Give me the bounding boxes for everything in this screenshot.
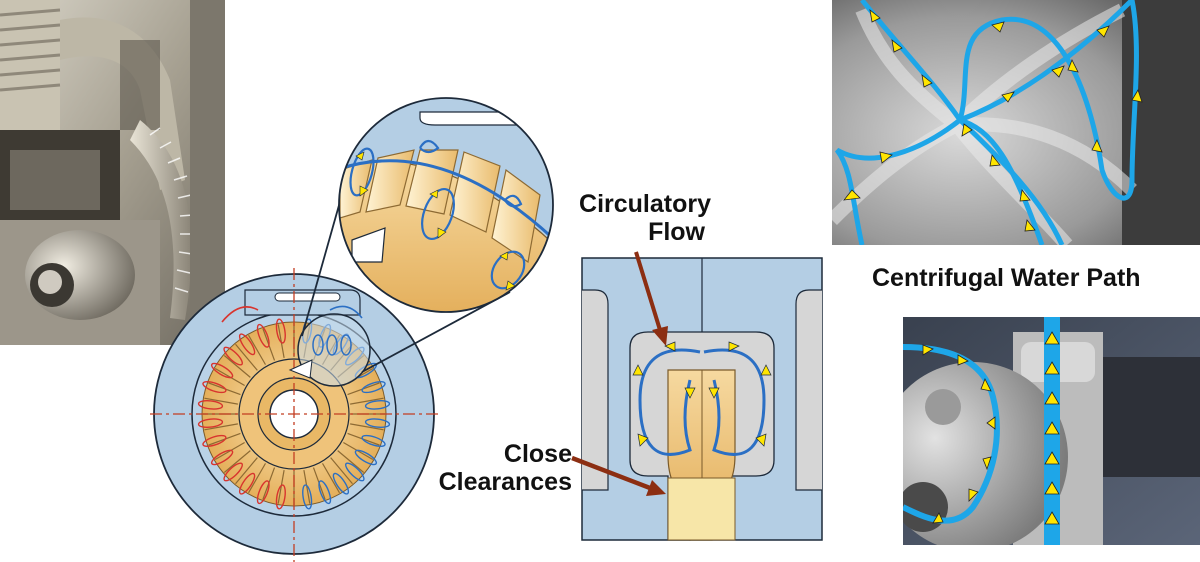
cross-section-diagram <box>581 257 823 541</box>
impeller-housing-circle <box>150 268 438 562</box>
magnified-impeller-detail <box>338 97 554 313</box>
pump-cutaway-photo <box>0 0 225 345</box>
close-clearances-line1: Close <box>503 440 572 468</box>
centrifugal-water-path-label: Centrifugal Water Path <box>872 264 1141 292</box>
pump-exterior-photo <box>903 317 1200 545</box>
zoom-source-circle <box>297 313 371 387</box>
pointer-arrow-icon <box>634 251 668 346</box>
circulatory-flow-line1: Circulatory <box>579 190 711 218</box>
close-clearances-line2: Clearances <box>438 468 572 496</box>
centrifugal-impeller-photo <box>832 0 1200 245</box>
circulatory-flow-label: Circulatory Flow <box>551 190 711 246</box>
close-clearances-label: Close Clearances <box>410 440 572 496</box>
pointer-arrow-icon <box>571 455 666 496</box>
circulatory-flow-line2: Flow <box>648 218 705 246</box>
